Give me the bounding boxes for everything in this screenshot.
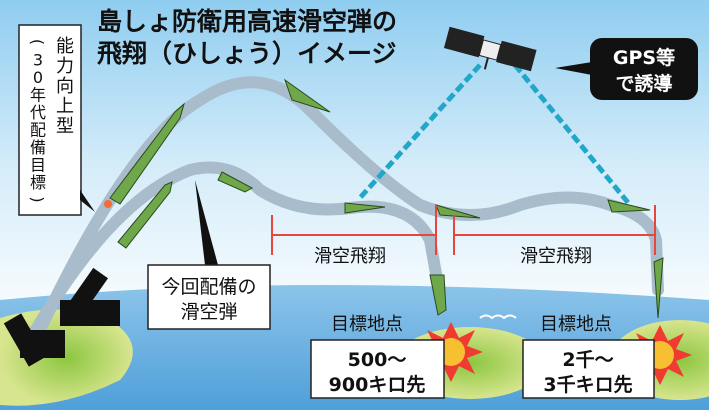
gps-label-line1: GPS等 xyxy=(613,46,675,69)
missile-current-booster xyxy=(117,181,173,249)
title-line-1: 島しょ防衛用高速滑空弾の xyxy=(97,7,397,36)
glide-vehicle-upgraded-2 xyxy=(435,204,481,219)
missile-upgraded-booster xyxy=(104,102,185,208)
target-heading-right: 目標地点 xyxy=(540,314,612,335)
current-label-line1: 今回配備の xyxy=(161,276,256,298)
vertical-char: 標 xyxy=(30,173,46,192)
glide-vehicle-upgraded-3 xyxy=(607,199,651,213)
glide-vehicle-current-dive xyxy=(429,274,447,316)
vertical-char: 配 xyxy=(30,121,46,140)
vertical-char: 年 xyxy=(30,86,46,105)
current-callout-pointer xyxy=(195,180,218,265)
gps-callout-box xyxy=(590,38,698,100)
vertical-char: ( xyxy=(28,39,47,45)
gps-beam-left xyxy=(356,63,482,202)
current-label-line2: 滑空弾 xyxy=(180,301,237,323)
gps-callout-pointer xyxy=(555,62,592,75)
target-range-right-line2: 3千キロ先 xyxy=(543,373,632,396)
vertical-char: 代 xyxy=(30,103,46,122)
target-box-left xyxy=(310,339,445,399)
gps-beam-right xyxy=(513,63,632,207)
current-callout-box xyxy=(147,264,271,330)
glide-vehicle-upgraded-dive xyxy=(653,257,664,319)
range-line-left xyxy=(271,205,437,255)
wave-icon xyxy=(479,314,517,320)
title-line-2: 飛翔（ひしょう）イメージ xyxy=(97,39,397,68)
upgraded-label-line1: 能力向上型 xyxy=(53,36,74,136)
vertical-char: 備 xyxy=(30,138,46,157)
glide-vehicle-upgraded xyxy=(284,78,331,113)
gps-label-line2: で誘導 xyxy=(615,72,672,95)
target-range-right-line1: 2千～ xyxy=(562,349,613,371)
vertical-char: ) xyxy=(28,196,47,202)
target-heading-left: 目標地点 xyxy=(331,314,403,335)
vertical-char: 目 xyxy=(30,156,46,175)
upgraded-callout-pointer xyxy=(80,190,95,212)
vertical-char: 3 xyxy=(33,51,43,70)
glide-vehicle-current xyxy=(217,171,254,193)
target-range-left-line1: 500～ xyxy=(348,349,407,371)
glide-label-right: 滑空飛翔 xyxy=(520,246,592,267)
launcher-truck-icon xyxy=(3,267,120,367)
glide-label-left: 滑空飛翔 xyxy=(314,246,386,267)
vertical-char: 0 xyxy=(33,68,43,87)
upgraded-callout-box xyxy=(18,24,82,216)
range-line-right xyxy=(453,205,656,255)
satellite-icon xyxy=(443,26,537,72)
target-range-left-line2: 900キロ先 xyxy=(329,373,426,396)
target-box-right xyxy=(522,339,655,399)
glide-vehicle-current-2 xyxy=(344,202,386,214)
